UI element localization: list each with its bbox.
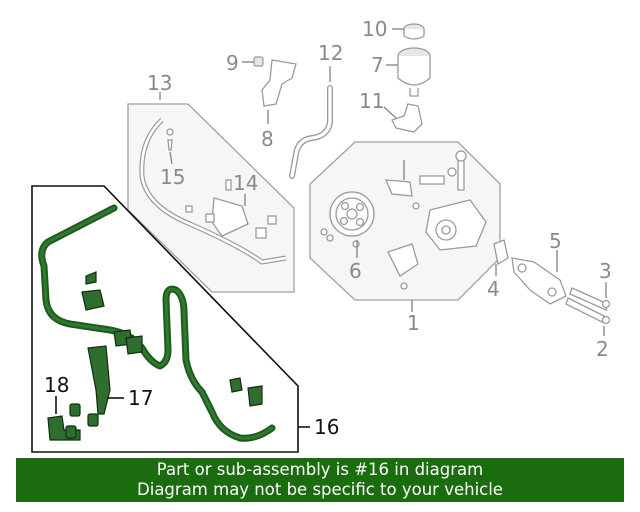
pressure-hose-group[interactable]: 13 15 14 bbox=[127, 71, 295, 293]
callout-9[interactable]: 9 bbox=[226, 51, 239, 75]
callout-7[interactable]: 7 bbox=[371, 53, 384, 77]
notice-line-2: Diagram may not be specific to your vehi… bbox=[137, 480, 503, 499]
reservoir-hose-part bbox=[391, 103, 423, 133]
callout-14[interactable]: 14 bbox=[233, 171, 258, 195]
pump-assembly-outline bbox=[309, 141, 501, 301]
pulley-part bbox=[329, 191, 375, 237]
bolt-4-part bbox=[493, 239, 509, 266]
callout-11[interactable]: 11 bbox=[359, 89, 384, 113]
washer-3-part bbox=[601, 299, 611, 309]
callout-10[interactable]: 10 bbox=[362, 17, 387, 41]
callout-2[interactable]: 2 bbox=[596, 337, 609, 361]
return-hose-group[interactable]: 12 bbox=[289, 41, 343, 179]
callout-5[interactable]: 5 bbox=[549, 229, 562, 253]
pump-assembly-group[interactable]: 1 6 bbox=[309, 141, 501, 335]
callout-15[interactable]: 15 bbox=[160, 165, 185, 189]
notice-banner: Part or sub-assembly is #16 in diagram D… bbox=[16, 458, 624, 502]
bracket-part bbox=[261, 59, 297, 107]
bolt-2-part bbox=[569, 287, 609, 311]
tube-clamps bbox=[47, 271, 263, 441]
callout-12[interactable]: 12 bbox=[318, 41, 343, 65]
callout-1[interactable]: 1 bbox=[407, 311, 420, 335]
nut-part bbox=[253, 56, 264, 67]
leader-15 bbox=[169, 151, 173, 165]
callout-4[interactable]: 4 bbox=[487, 277, 500, 301]
callout-13[interactable]: 13 bbox=[147, 71, 172, 95]
pump-body-part bbox=[320, 150, 487, 290]
callout-6[interactable]: 6 bbox=[349, 259, 362, 283]
bracket-17-part bbox=[87, 345, 111, 415]
reservoir-cap-part bbox=[403, 23, 425, 40]
callout-17[interactable]: 17 bbox=[128, 386, 153, 410]
callout-16[interactable]: 16 bbox=[314, 415, 339, 439]
callout-8[interactable]: 8 bbox=[261, 127, 274, 151]
bracket-group[interactable]: 9 8 bbox=[226, 51, 297, 151]
callout-3[interactable]: 3 bbox=[599, 259, 612, 283]
leader-11 bbox=[383, 106, 397, 119]
mount-group[interactable]: 4 5 2 3 bbox=[487, 229, 612, 361]
cooler-tube-group[interactable]: 17 18 16 bbox=[31, 185, 339, 453]
reservoir-group[interactable]: 10 7 11 bbox=[359, 17, 431, 133]
callout-18[interactable]: 18 bbox=[44, 373, 69, 397]
reservoir-tank-part bbox=[397, 47, 431, 97]
notice-line-1: Part or sub-assembly is #16 in diagram bbox=[156, 460, 484, 479]
